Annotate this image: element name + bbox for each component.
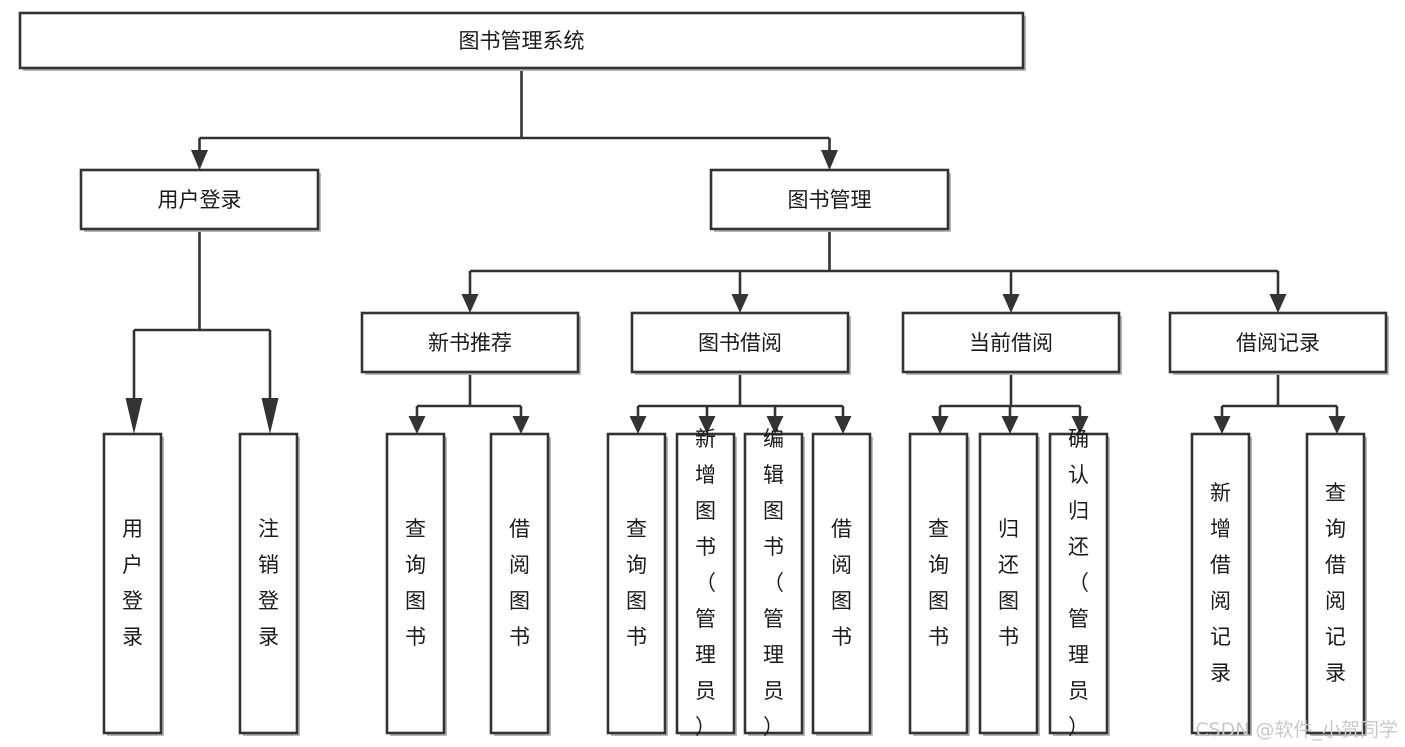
node-current-borrow[interactable]: 当前借阅 — [901, 311, 1122, 375]
node-leaf-confirm-return[interactable]: 确认归还（管理员） — [1048, 427, 1110, 739]
arrow-head-book-borrow — [731, 294, 749, 313]
node-leaf-query-record-box — [1305, 432, 1366, 735]
node-leaf-add-book-label: 新增图书（管理员） — [695, 427, 716, 739]
node-leaf-add-record[interactable]: 新增借阅记录 — [1190, 432, 1252, 736]
node-leaf-query-record-label: 查询借阅记录 — [1325, 481, 1346, 685]
node-current-borrow-box — [901, 311, 1121, 374]
node-new-book-recommend[interactable]: 新书推荐 — [360, 311, 581, 375]
arrow-head-leaf-user-login — [125, 398, 143, 434]
node-leaf-user-login-box — [102, 432, 163, 735]
node-leaf-return-book-box — [978, 432, 1039, 735]
node-leaf-add-record-box — [1190, 432, 1251, 735]
node-leaf-query-book-1-label: 查询图书 — [405, 517, 426, 649]
node-root-label: 图书管理系统 — [459, 29, 585, 53]
node-leaf-add-book-box — [675, 432, 736, 735]
node-leaf-edit-book[interactable]: 编辑图书（管理员） — [743, 427, 805, 739]
arrow-head-leaf-query-book-3 — [931, 416, 949, 434]
node-borrow-record-box — [1168, 311, 1388, 374]
node-leaf-user-logout-box — [238, 432, 299, 735]
node-leaf-edit-book-label: 编辑图书（管理员） — [763, 427, 784, 739]
node-book-borrow-box — [630, 311, 850, 374]
node-user-login-label: 用户登录 — [158, 188, 242, 212]
node-leaf-user-login-label: 用户登录 — [122, 517, 143, 649]
arrow-head-leaf-add-book — [698, 416, 716, 434]
node-book-borrow-label: 图书借阅 — [698, 331, 782, 355]
node-leaf-query-book-1[interactable]: 查询图书 — [385, 432, 447, 736]
node-leaf-query-book-3[interactable]: 查询图书 — [908, 432, 970, 736]
node-leaf-add-book[interactable]: 新增图书（管理员） — [675, 427, 737, 739]
node-leaf-query-book-1-box — [385, 432, 446, 735]
node-user-login-box — [79, 168, 320, 231]
node-leaf-borrow-book-1-label: 借阅图书 — [509, 517, 530, 649]
node-leaf-query-book-2-label: 查询图书 — [626, 517, 647, 649]
node-current-borrow-label: 当前借阅 — [969, 331, 1053, 355]
node-leaf-user-logout-label: 注销登录 — [258, 517, 279, 649]
node-leaf-confirm-return-label: 确认归还（管理员） — [1068, 427, 1089, 739]
node-leaf-query-book-2[interactable]: 查询图书 — [606, 432, 668, 736]
arrow-head-user-login — [191, 150, 208, 170]
node-user-login[interactable]: 用户登录 — [79, 168, 321, 232]
arrow-head-leaf-borrow-book-2 — [834, 416, 852, 434]
node-borrow-record-label: 借阅记录 — [1236, 331, 1320, 355]
arrow-head-new-book-recommend — [461, 294, 479, 313]
node-new-book-recommend-box — [360, 311, 580, 374]
node-book-manage-label: 图书管理 — [788, 188, 872, 212]
node-leaf-query-book-3-box — [908, 432, 969, 735]
arrow-head-leaf-user-logout — [261, 398, 279, 434]
arrow-head-book-manage — [821, 150, 838, 170]
csdn-watermark: CSDN @软件_小贺同学 — [1195, 719, 1398, 741]
node-leaf-borrow-book-2-box — [811, 432, 872, 735]
arrow-head-leaf-add-record — [1213, 416, 1231, 434]
node-leaf-borrow-book-2-label: 借阅图书 — [831, 517, 852, 649]
node-leaf-return-book[interactable]: 归还图书 — [978, 432, 1040, 736]
node-leaf-add-record-label: 新增借阅记录 — [1210, 481, 1231, 685]
arrow-head-leaf-borrow-book-1 — [512, 416, 530, 434]
arrow-head-current-borrow — [1002, 294, 1020, 313]
node-leaf-query-book-3-label: 查询图书 — [928, 517, 949, 649]
node-leaf-confirm-return-box — [1048, 432, 1109, 735]
node-leaf-return-book-label: 归还图书 — [998, 517, 1019, 649]
node-root[interactable]: 图书管理系统 — [18, 11, 1026, 71]
node-book-manage[interactable]: 图书管理 — [709, 168, 951, 232]
node-leaf-user-login[interactable]: 用户登录 — [102, 432, 164, 736]
arrow-head-leaf-edit-book — [766, 416, 784, 434]
node-leaf-edit-book-box — [743, 432, 804, 735]
node-leaf-query-record[interactable]: 查询借阅记录 — [1305, 432, 1367, 736]
node-leaf-borrow-book-1[interactable]: 借阅图书 — [489, 432, 551, 736]
node-leaf-query-book-2-box — [606, 432, 667, 735]
arrow-head-leaf-query-record — [1328, 416, 1346, 434]
arrow-head-leaf-query-book-1 — [408, 416, 426, 434]
node-leaf-borrow-book-2[interactable]: 借阅图书 — [811, 432, 873, 736]
node-leaf-borrow-book-1-box — [489, 432, 550, 735]
node-book-manage-box — [709, 168, 950, 231]
arrow-head-leaf-return-book — [1001, 416, 1019, 434]
node-root-box — [18, 11, 1025, 70]
arrow-head-borrow-record — [1269, 294, 1287, 313]
node-borrow-record[interactable]: 借阅记录 — [1168, 311, 1389, 375]
node-leaf-user-logout[interactable]: 注销登录 — [238, 432, 300, 736]
arrow-head-leaf-query-book-2 — [629, 416, 647, 434]
connectors-layer — [125, 68, 1346, 434]
node-new-book-recommend-label: 新书推荐 — [428, 331, 512, 355]
arrow-head-leaf-confirm-return — [1071, 416, 1089, 434]
node-book-borrow[interactable]: 图书借阅 — [630, 311, 851, 375]
